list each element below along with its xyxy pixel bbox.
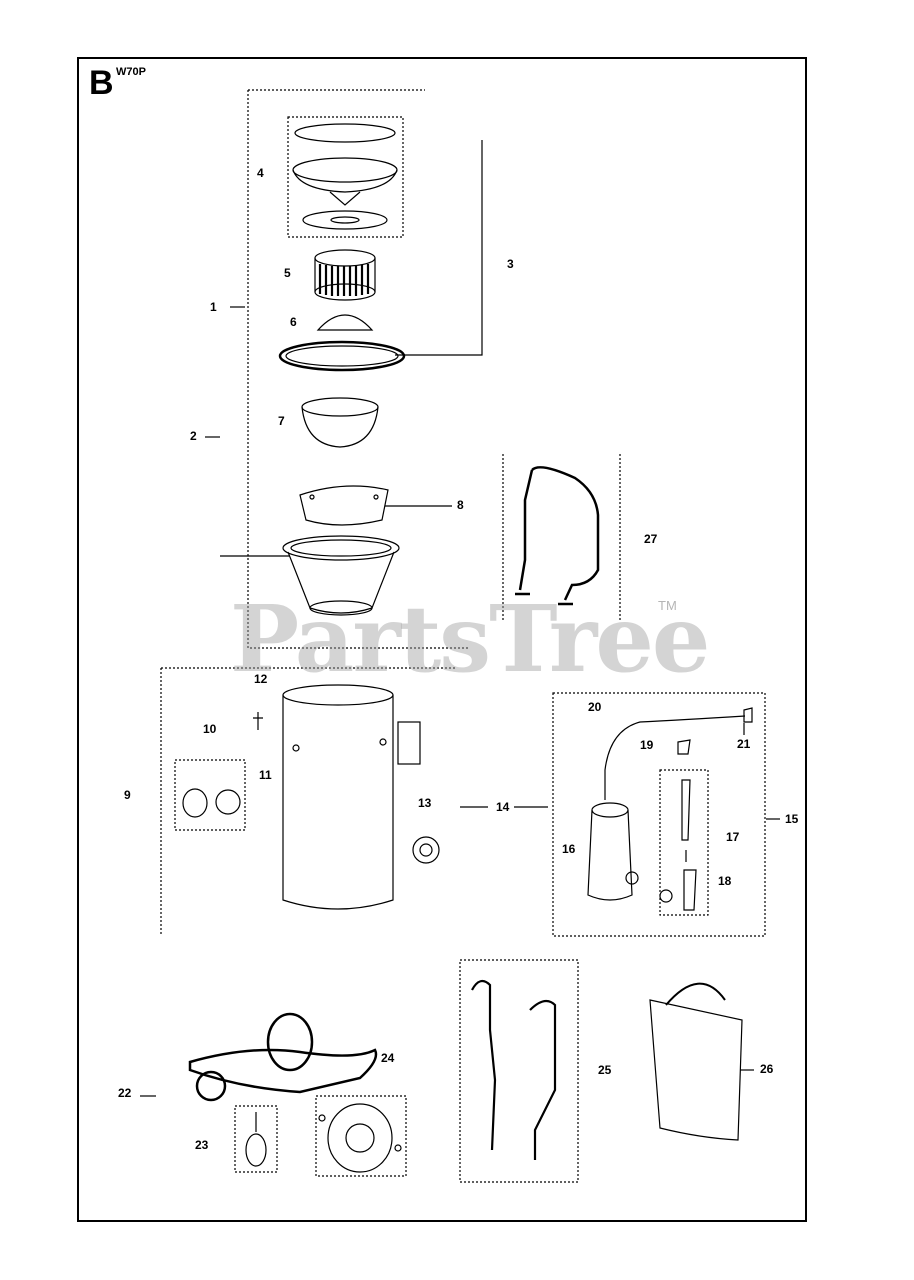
group-boxes	[160, 89, 766, 1183]
group-box-27	[502, 454, 621, 622]
callout-19: 19	[640, 738, 654, 752]
bag	[649, 982, 743, 1141]
callout-27: 27	[644, 532, 658, 546]
callout-21: 21	[737, 737, 751, 751]
gasket-ring	[278, 340, 406, 372]
callout-10: 10	[203, 722, 217, 736]
group-box-15	[552, 692, 766, 937]
group-box-24	[315, 1095, 407, 1177]
callout-12: 12	[254, 672, 268, 686]
rear-wheel	[318, 1103, 402, 1173]
float-cone	[316, 314, 374, 331]
callout-11: 11	[259, 768, 272, 782]
group-box-4	[287, 116, 404, 238]
callout-3: 3	[507, 257, 514, 271]
chassis-frame	[188, 1012, 378, 1102]
part-13-socket	[412, 836, 440, 864]
callout-17: 17	[726, 830, 740, 844]
group-box-25	[459, 959, 579, 1183]
handle-bar	[515, 466, 600, 606]
callout-16: 16	[562, 842, 576, 856]
inner-bowl	[301, 397, 379, 448]
hose-set	[471, 979, 557, 1160]
part-11-fitting	[182, 788, 241, 818]
caster-wheel	[245, 1112, 267, 1167]
group-box-23	[234, 1105, 278, 1173]
watermark: PartsTree	[230, 585, 710, 693]
model-label: W70P	[116, 66, 146, 78]
part-12-pin	[253, 712, 263, 730]
callout-7: 7	[278, 414, 285, 428]
filter-cartridge	[314, 249, 376, 301]
callout-6: 6	[290, 315, 297, 329]
lid-assembly	[292, 123, 398, 230]
callout-5: 5	[284, 266, 291, 280]
callout-22: 22	[118, 1086, 132, 1100]
callout-1: 1	[210, 300, 217, 314]
pump-assembly	[587, 707, 753, 911]
tank-top-section	[282, 535, 400, 616]
leader-lines	[140, 140, 780, 1097]
cover-plate	[299, 485, 389, 526]
group-box-17	[659, 769, 709, 916]
callout-4: 4	[257, 166, 264, 180]
trademark-symbol: TM	[658, 598, 677, 613]
callout-14: 14	[496, 800, 510, 814]
diagram-frame	[77, 57, 807, 1222]
tank-drum	[282, 684, 421, 910]
callout-24: 24	[381, 1051, 395, 1065]
callout-9: 9	[124, 788, 131, 802]
group-box-11	[174, 759, 246, 831]
callout-23: 23	[195, 1138, 209, 1152]
callout-20: 20	[588, 700, 602, 714]
callout-25: 25	[598, 1063, 612, 1077]
callout-18: 18	[718, 874, 732, 888]
section-letter: B	[89, 64, 114, 102]
callout-26: 26	[760, 1062, 774, 1076]
callout-2: 2	[190, 429, 197, 443]
callout-15: 15	[785, 812, 799, 826]
group-box-1	[247, 89, 470, 649]
callout-13: 13	[418, 796, 432, 810]
callout-8: 8	[457, 498, 464, 512]
group-box-9	[160, 667, 455, 935]
